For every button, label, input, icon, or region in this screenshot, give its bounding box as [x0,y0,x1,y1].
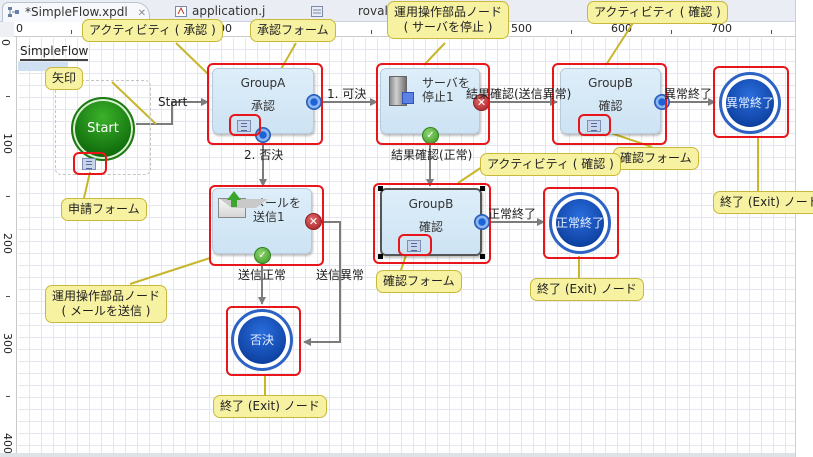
highlight-approve-form [229,114,261,136]
start-node[interactable]: Start [71,97,135,161]
edge-label-normal-end: 正常終了 [488,207,537,221]
flow-title-highlight [18,62,68,71]
approve-form-icon[interactable] [237,120,251,132]
highlight-ops-server [376,63,490,145]
callout-exit-node-right: 終了 (Exit) ノード [713,191,813,214]
callout-ops-node-server: 運用操作部品ノード ( サーバを停止 ) [387,1,510,39]
ruler-tick-label: 0 [16,22,23,35]
js-file-icon [311,6,323,17]
callout-approve-form: 承認フォーム [250,19,336,42]
edge-label-start: Start [158,95,188,109]
activity-name-label: 承認 [250,99,275,113]
confirm-form-icon[interactable] [587,120,601,132]
confirm-form-icon[interactable] [407,240,421,252]
start-node-label: Start [87,121,119,136]
ruler-tick-label: 500 [511,22,532,35]
send-arrow-icon [227,191,241,200]
highlight-end-normal [543,187,619,259]
highlight-end-abnormal [713,66,789,138]
end-node-abnormal[interactable]: 異常終了 [719,72,781,134]
callout-ops-node-mail: 運用操作部品ノード ( メールを送信 ) [45,285,168,323]
ops-node-label-line1: サーバを [422,76,470,90]
tab-simpleflow[interactable]: *SimpleFlow.xpdl ✕ [2,2,150,22]
flow-title[interactable]: SimpleFlow [20,44,89,61]
callout-activity-confirm-top: アクティビティ ( 確認 ) [587,1,728,24]
callout-activity-confirm-mid: アクティビティ ( 確認 ) [480,153,621,176]
edge-label-abnormal-end: 異常終了 [664,87,713,101]
highlight-activity-groupB-top [552,63,667,145]
ruler-tick-label: 400 [1,433,14,454]
highlight-confirm-form-top [578,114,611,136]
edge-label-send-ok: 送信正常 [238,268,287,282]
highlight-apply-form [73,152,107,175]
highlight-confirm-form-mid [398,234,432,256]
ops-node-label-line2: 停止1 [422,90,454,104]
ruler-tick-label: 300 [1,333,14,354]
tab-application[interactable]: application.j [170,2,290,22]
end-node-label: 正常終了 [556,199,604,247]
ops-node-label-line2: 送信1 [253,210,285,224]
activity-group-label: GroupA [240,76,286,90]
end-node-normal[interactable]: 正常終了 [549,192,611,254]
callout-exit-node-bottom: 終了 (Exit) ノード [213,395,327,418]
left-ruler: 0 100 200 300 400 [0,37,17,454]
ruler-corner [0,22,14,37]
activity-name-label: 確認 [418,220,443,234]
highlight-ops-mail [209,185,324,266]
callout-confirm-form-top: 確認フォーム [613,147,699,170]
callout-line2: ( メールを送信 ) [61,304,151,318]
activity-groupB-confirm-top[interactable]: GroupB 確認 [560,68,661,134]
server-icon [389,76,414,106]
vertical-scrollbar[interactable] [795,0,813,457]
edge-label-result-error: 結果確認(送信異常) [466,87,572,101]
apply-form-icon[interactable] [82,158,96,170]
callout-line1: 運用操作部品ノード [394,5,503,19]
horizontal-scrollbar[interactable] [0,453,795,457]
application-file-icon [175,6,187,17]
edge-label-send-error: 送信異常 [316,268,365,282]
selection-handle[interactable] [378,186,383,191]
callout-arrow: 矢印 [45,67,84,90]
activity-name-label: 確認 [598,99,623,113]
ruler-tick-label: 700 [711,22,732,35]
highlight-end-reject [226,306,301,376]
callout-confirm-form-mid: 確認フォーム [376,270,462,293]
end-node-reject[interactable]: 否決 [231,309,293,371]
edge-label-approve: 1. 可決 [327,87,367,101]
selection-handle[interactable] [480,186,485,191]
send-error-port[interactable]: ✕ [305,213,322,230]
callout-activity-approve: アクティビティ ( 承認 ) [82,19,223,42]
end-node-label: 否決 [238,316,286,364]
selection-handle[interactable] [378,254,383,259]
close-tab-icon[interactable]: ✕ [137,8,146,19]
end-node-label: 異常終了 [726,79,774,127]
highlight-activity-groupB-selected [373,183,491,264]
callout-line1: 運用操作部品ノード [52,289,161,303]
selection-handle[interactable] [480,254,485,259]
edge-label-reject: 2. 否決 [244,148,284,162]
activity-group-label: GroupB [408,197,454,211]
ruler-tick-label: 100 [1,133,14,154]
callout-exit-node-mid: 終了 (Exit) ノード [530,278,644,301]
ruler-tick-label: 0 [0,39,12,46]
activity-group-label: GroupB [588,76,633,90]
callout-line2: ( サーバを停止 ) [403,20,493,34]
callout-apply-form: 申請フォーム [61,198,147,221]
tab-label: application.j [192,4,266,18]
ruler-tick-label: 200 [1,233,14,254]
flow-diagram-icon [8,7,19,17]
edge-label-result-ok: 結果確認(正常) [391,148,473,162]
highlight-activity-groupA [207,63,323,145]
tab-label: *SimpleFlow.xpdl [25,5,128,19]
send-ok-port[interactable]: ✓ [254,247,271,264]
